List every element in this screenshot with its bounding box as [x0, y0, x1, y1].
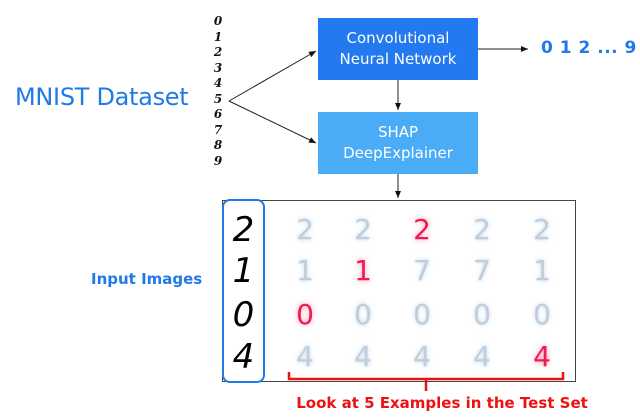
shap-heatmap-cell: 4 — [413, 340, 431, 373]
cnn-box: Convolutional Neural Network — [318, 18, 478, 80]
input-image: 4 — [232, 337, 255, 377]
dataset-digit: 9 — [213, 153, 223, 168]
dataset-digit: 4 — [213, 76, 223, 90]
shap-heatmap-cell: 0 — [473, 298, 491, 331]
dataset-digit: 8 — [213, 138, 223, 152]
shap-heatmap-cell: 2 — [533, 213, 551, 246]
shap-heatmap-cell: 2 — [296, 213, 314, 246]
shap-heatmap-cell: 7 — [473, 254, 491, 287]
dataset-digit: 5 — [213, 91, 223, 106]
input-images-highlight — [222, 199, 265, 383]
arrow-dataset-to-cnn — [228, 50, 317, 102]
dataset-digit: 1 — [213, 29, 223, 44]
shap-box-label-line1: SHAP — [377, 123, 419, 141]
output-classes-label: 0 1 2 ... 9 — [541, 38, 637, 58]
shap-heatmap-cell-positive: 1 — [354, 254, 372, 287]
dataset-digit: 2 — [213, 45, 223, 59]
dataset-digit: 6 — [213, 107, 223, 121]
shap-heatmap-cell: 0 — [354, 298, 372, 331]
shap-heatmap-cell: 0 — [413, 298, 431, 331]
shap-heatmap-cell-positive: 2 — [413, 213, 431, 246]
input-image: 0 — [232, 295, 255, 335]
examples-caption: Look at 5 Examples in the Test Set — [296, 394, 588, 412]
dataset-title: MNIST Dataset — [15, 83, 189, 111]
dataset-digit: 7 — [213, 122, 223, 137]
dataset-digit: 3 — [213, 60, 223, 75]
cnn-box-label-line1: Convolutional — [346, 29, 450, 47]
input-image: 2 — [232, 210, 255, 250]
dataset-digit: 0 — [213, 14, 223, 28]
shap-heatmap-cell-positive: 0 — [296, 298, 314, 331]
shap-heatmap-cell: 1 — [533, 254, 551, 287]
shap-heatmap-cell: 4 — [354, 340, 372, 373]
shap-heatmap-cell: 7 — [413, 254, 431, 287]
cnn-box-label-line2: Neural Network — [339, 50, 457, 68]
shap-heatmap-cell: 4 — [473, 340, 491, 373]
shap-heatmap-cell: 0 — [533, 298, 551, 331]
shap-heatmap-cell: 2 — [473, 213, 491, 246]
shap-heatmap-cell: 2 — [354, 213, 372, 246]
input-image: 1 — [232, 251, 255, 291]
shap-box-label-line2: DeepExplainer — [343, 144, 453, 162]
shap-results-grid — [222, 200, 576, 382]
arrow-dataset-to-shap — [228, 100, 317, 144]
shap-explainer-box: SHAP DeepExplainer — [318, 112, 478, 174]
shap-heatmap-cell: 1 — [296, 254, 314, 287]
shap-heatmap-cell: 4 — [296, 340, 314, 373]
input-images-label: Input Images — [91, 270, 203, 288]
shap-heatmap-cell-positive: 4 — [533, 340, 551, 373]
